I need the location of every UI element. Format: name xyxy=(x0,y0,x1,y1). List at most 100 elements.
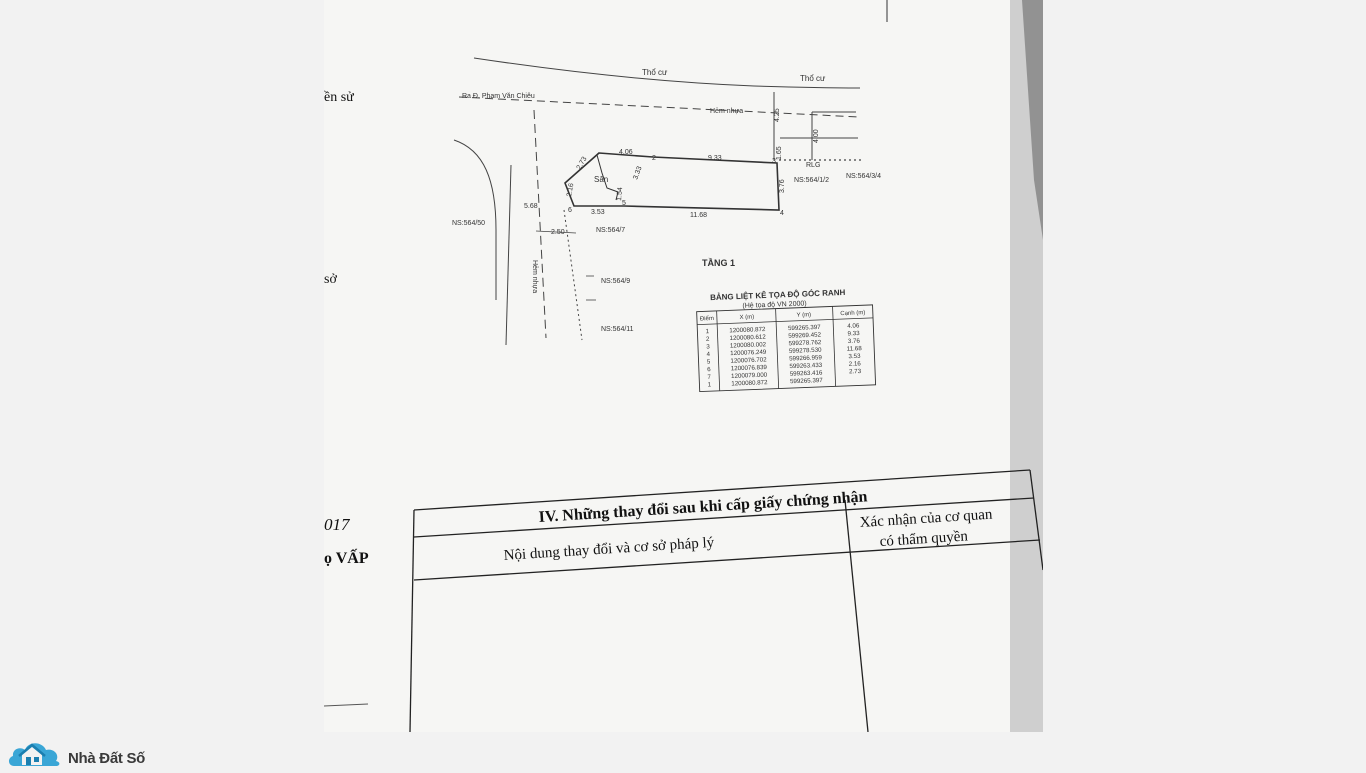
neighbor-564-50: NS:564/50 xyxy=(452,220,485,227)
section-iv-left-border xyxy=(409,509,415,732)
corner-5: 5 xyxy=(622,200,626,207)
coord-cell: 599269.452 xyxy=(788,331,821,339)
coord-cell: 11.68 xyxy=(847,345,863,353)
coord-cell: 9.33 xyxy=(847,330,860,337)
coord-cell: 599278.530 xyxy=(789,347,822,355)
coord-cell: 599265.397 xyxy=(790,377,823,385)
coord-table: BẢNG LIỆT KÊ TỌA ĐỘ GÓC RANH (Hệ tọa độ … xyxy=(696,288,877,393)
margin-text-left-3: ọ VẤP xyxy=(324,548,369,567)
corner-3: 3 xyxy=(772,158,776,165)
coord-cell: 599278.762 xyxy=(788,339,821,347)
coord-cell: 1200080.872 xyxy=(731,379,768,387)
section-iv-title-border xyxy=(413,497,1035,538)
coord-cell: 6 xyxy=(707,366,711,373)
residential-boundary-line xyxy=(473,57,861,89)
coord-cell: 3.76 xyxy=(848,338,861,345)
coord-cell: 1200080.612 xyxy=(729,334,766,342)
neighbor-564-3-4: NS:564/3/4 xyxy=(846,173,881,180)
dim-4-25: 4.25 xyxy=(774,108,781,122)
coord-cell: 599266.959 xyxy=(789,354,822,362)
dim-3-76: 3.76 xyxy=(779,179,786,193)
paper-background xyxy=(324,0,1043,732)
coord-cell: 4 xyxy=(706,351,710,358)
coord-cell: 7 xyxy=(707,374,711,381)
corner-2: 2 xyxy=(652,155,656,162)
margin-text-left-2: sở xyxy=(324,272,337,287)
dim-4-06: 4.06 xyxy=(619,149,633,156)
coord-cell: 3 xyxy=(706,343,710,350)
year-fragment: 017 xyxy=(324,515,351,534)
brand-name: Nhà Đất Số xyxy=(68,750,146,767)
alley-centerline xyxy=(458,96,860,118)
certificate-photo: ền sử sở 017 ọ VẤP Thổ cư Thổ cư Ra Đ. P… xyxy=(324,0,1043,732)
alley-label-top: Hẻm nhựa xyxy=(710,108,743,115)
coord-col-sep-3 xyxy=(832,306,837,387)
coord-table-frame xyxy=(696,304,877,393)
side-alley-centerline xyxy=(533,109,547,339)
coord-cell: 599263.433 xyxy=(789,362,822,370)
dark-edge xyxy=(1010,0,1043,240)
side-alley-line xyxy=(505,164,512,346)
coord-header-cell: X (m) xyxy=(739,314,754,321)
section-iv-right-border xyxy=(1029,469,1043,571)
coord-col-sep-2 xyxy=(775,308,780,389)
parcel-outline xyxy=(564,152,780,211)
dim-2-16: 2.16 xyxy=(566,183,575,198)
neighbor-564-7: NS:564/7 xyxy=(596,227,625,234)
coord-header-cell: Cạnh (m) xyxy=(840,310,865,317)
rlg-label: RLG xyxy=(806,162,820,169)
section-iv-top-border xyxy=(413,469,1031,511)
coord-cell: 5 xyxy=(707,359,711,366)
neighbor-564-11: NS:564/11 xyxy=(601,326,634,333)
dim-11-68: 11.68 xyxy=(690,212,707,219)
dim-2-50-line xyxy=(535,230,577,234)
dim-3-53: 3.53 xyxy=(591,209,605,216)
coord-cell: 1200080.002 xyxy=(730,341,767,349)
house-cloud-icon xyxy=(8,743,60,766)
coord-cell: 1200079.000 xyxy=(731,372,768,380)
dim-9-33: 9.33 xyxy=(708,155,722,162)
dim-1-65: 1.65 xyxy=(776,146,783,160)
coord-header-cell: Điểm xyxy=(700,315,714,323)
brand-logo[interactable]: Nhà Đất Số xyxy=(6,733,166,768)
coord-cell: 599263.416 xyxy=(790,369,823,377)
dim-1-54: 1.54 xyxy=(616,187,624,201)
neighbor-564-9: NS:564/9 xyxy=(601,278,630,285)
alley-label-side: Hẻm nhựa xyxy=(531,260,538,293)
coord-cell: 2.16 xyxy=(849,360,862,367)
floor-label: TẦNG 1 xyxy=(702,258,735,268)
coord-cell: 1200076.249 xyxy=(730,349,767,357)
coord-table-header-line xyxy=(697,317,874,326)
left-margin-line xyxy=(324,703,369,707)
coord-cell: 599265.397 xyxy=(788,324,821,332)
dim-4-00: 4.00 xyxy=(813,129,820,143)
margin-text-left-1: ền sử xyxy=(324,90,354,105)
dim-5-68: 5.68 xyxy=(524,203,538,210)
coord-cell: 1 xyxy=(706,328,710,335)
land-certificate-page: ền sử sở 017 ọ VẤP Thổ cư Thổ cư Ra Đ. P… xyxy=(324,0,1043,732)
coord-table-subtitle: (Hệ tọa độ VN 2000) xyxy=(742,300,806,309)
coord-cell: 2 xyxy=(706,336,710,343)
road-label: Ra Đ. Phạm Văn Chiêu xyxy=(462,93,535,100)
coord-cell: 1 xyxy=(708,381,712,388)
neighbor-564-1-2: NS:564/1/2 xyxy=(794,177,829,184)
coord-cell: 2.73 xyxy=(849,368,862,375)
corner-4: 4 xyxy=(780,210,784,217)
section-iv-header-border xyxy=(413,539,1041,581)
residential-label-left: Thổ cư xyxy=(642,68,668,77)
coord-cell: 1200080.872 xyxy=(729,326,766,334)
corner-6: 6 xyxy=(568,207,572,214)
coord-cell: 1200076.839 xyxy=(731,364,768,372)
section-iv-col-right-line2: có thẩm quyền xyxy=(879,528,969,550)
dim-2-50: 2.50 xyxy=(551,229,565,236)
coord-cell: 4.06 xyxy=(847,322,860,329)
coord-col-sep-1 xyxy=(716,310,721,391)
residential-label-right: Thổ cư xyxy=(800,74,826,83)
dim-3-33: 3.33 xyxy=(632,165,643,180)
yard-inner-boundary xyxy=(596,154,619,201)
neighbor-boundary-line xyxy=(563,209,583,341)
left-alley-curve xyxy=(453,139,497,300)
yard-label: Sân xyxy=(594,175,608,184)
